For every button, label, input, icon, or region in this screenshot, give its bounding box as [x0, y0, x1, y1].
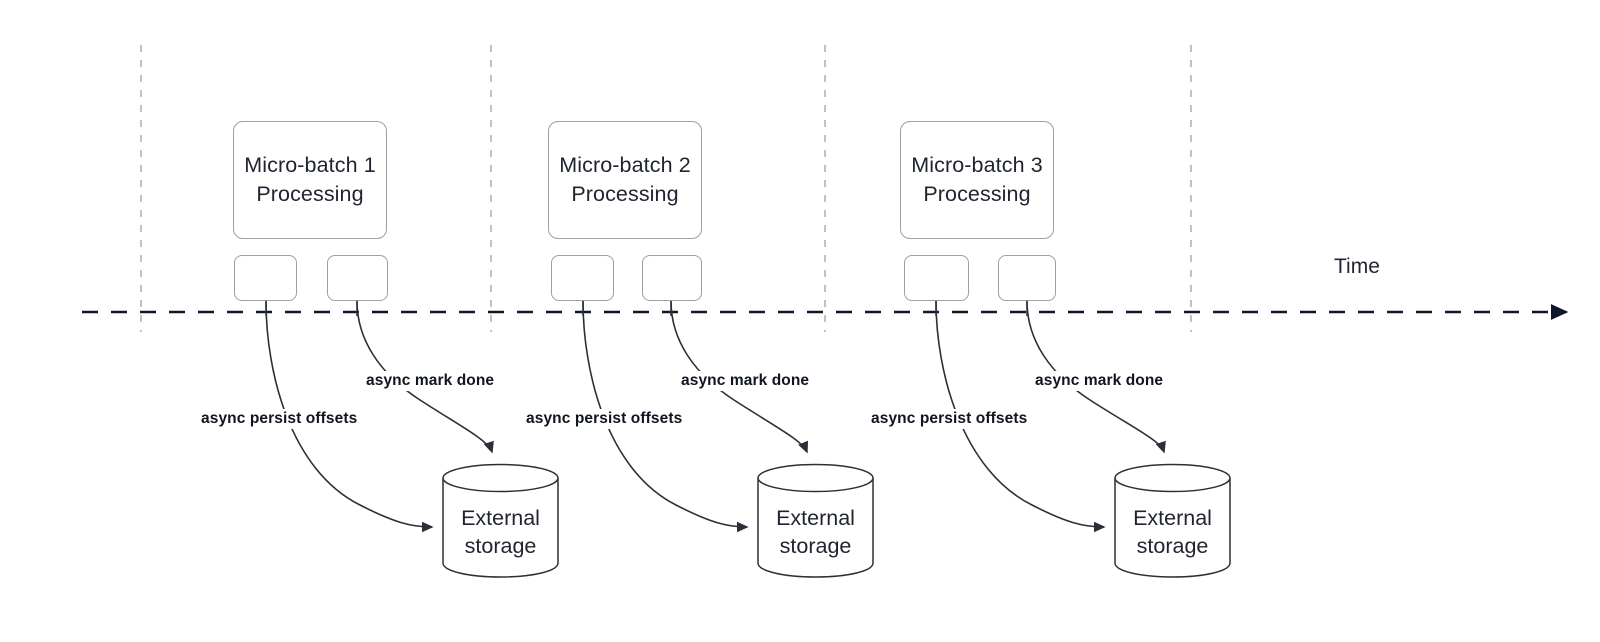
external-storage-1[interactable]: External storage [442, 463, 559, 578]
micro-batch-1-box[interactable]: Micro-batch 1 Processing [233, 121, 387, 239]
external-storage-3-label: External storage [1133, 506, 1212, 559]
edge-label-mark-done-2: async mark done [679, 371, 812, 391]
external-storage-2[interactable]: External storage [757, 463, 874, 578]
edge-label-mark-done-3: async mark done [1033, 371, 1166, 391]
external-storage-2-label: External storage [776, 506, 855, 559]
external-storage-1-label: External storage [461, 506, 540, 559]
edge-persist-offsets-2 [582, 300, 749, 533]
edge-mark-done-2 [670, 300, 809, 454]
time-axis-label: Time [1334, 255, 1380, 278]
micro-batch-2-box[interactable]: Micro-batch 2 Processing [548, 121, 702, 239]
external-storage-3[interactable]: External storage [1114, 463, 1231, 578]
timeline-tick-lines [140, 45, 1192, 332]
micro-batch-2-task-b-box[interactable] [642, 255, 702, 301]
edge-persist-offsets-3 [935, 300, 1106, 533]
micro-batch-1-label: Micro-batch 1 Processing [244, 153, 376, 206]
edge-persist-offsets-1 [265, 300, 434, 533]
mini-box-stems [265, 301, 1028, 316]
micro-batch-2-label: Micro-batch 2 Processing [559, 153, 691, 206]
micro-batch-1-task-a-box[interactable] [234, 255, 297, 301]
edge-label-persist-offsets-2: async persist offsets [524, 409, 685, 429]
edge-label-persist-offsets-1: async persist offsets [199, 409, 360, 429]
micro-batch-1-task-b-box[interactable] [327, 255, 388, 301]
micro-batch-2-task-a-box[interactable] [551, 255, 614, 301]
micro-batch-3-task-a-box[interactable] [904, 255, 969, 301]
edge-label-mark-done-1: async mark done [364, 371, 497, 391]
edge-label-persist-offsets-3: async persist offsets [869, 409, 1030, 429]
micro-batch-3-label: Micro-batch 3 Processing [911, 153, 1043, 206]
edge-mark-done-3 [1026, 300, 1166, 454]
micro-batch-3-box[interactable]: Micro-batch 3 Processing [900, 121, 1054, 239]
edge-mark-done-1 [356, 300, 494, 454]
micro-batch-3-task-b-box[interactable] [998, 255, 1056, 301]
